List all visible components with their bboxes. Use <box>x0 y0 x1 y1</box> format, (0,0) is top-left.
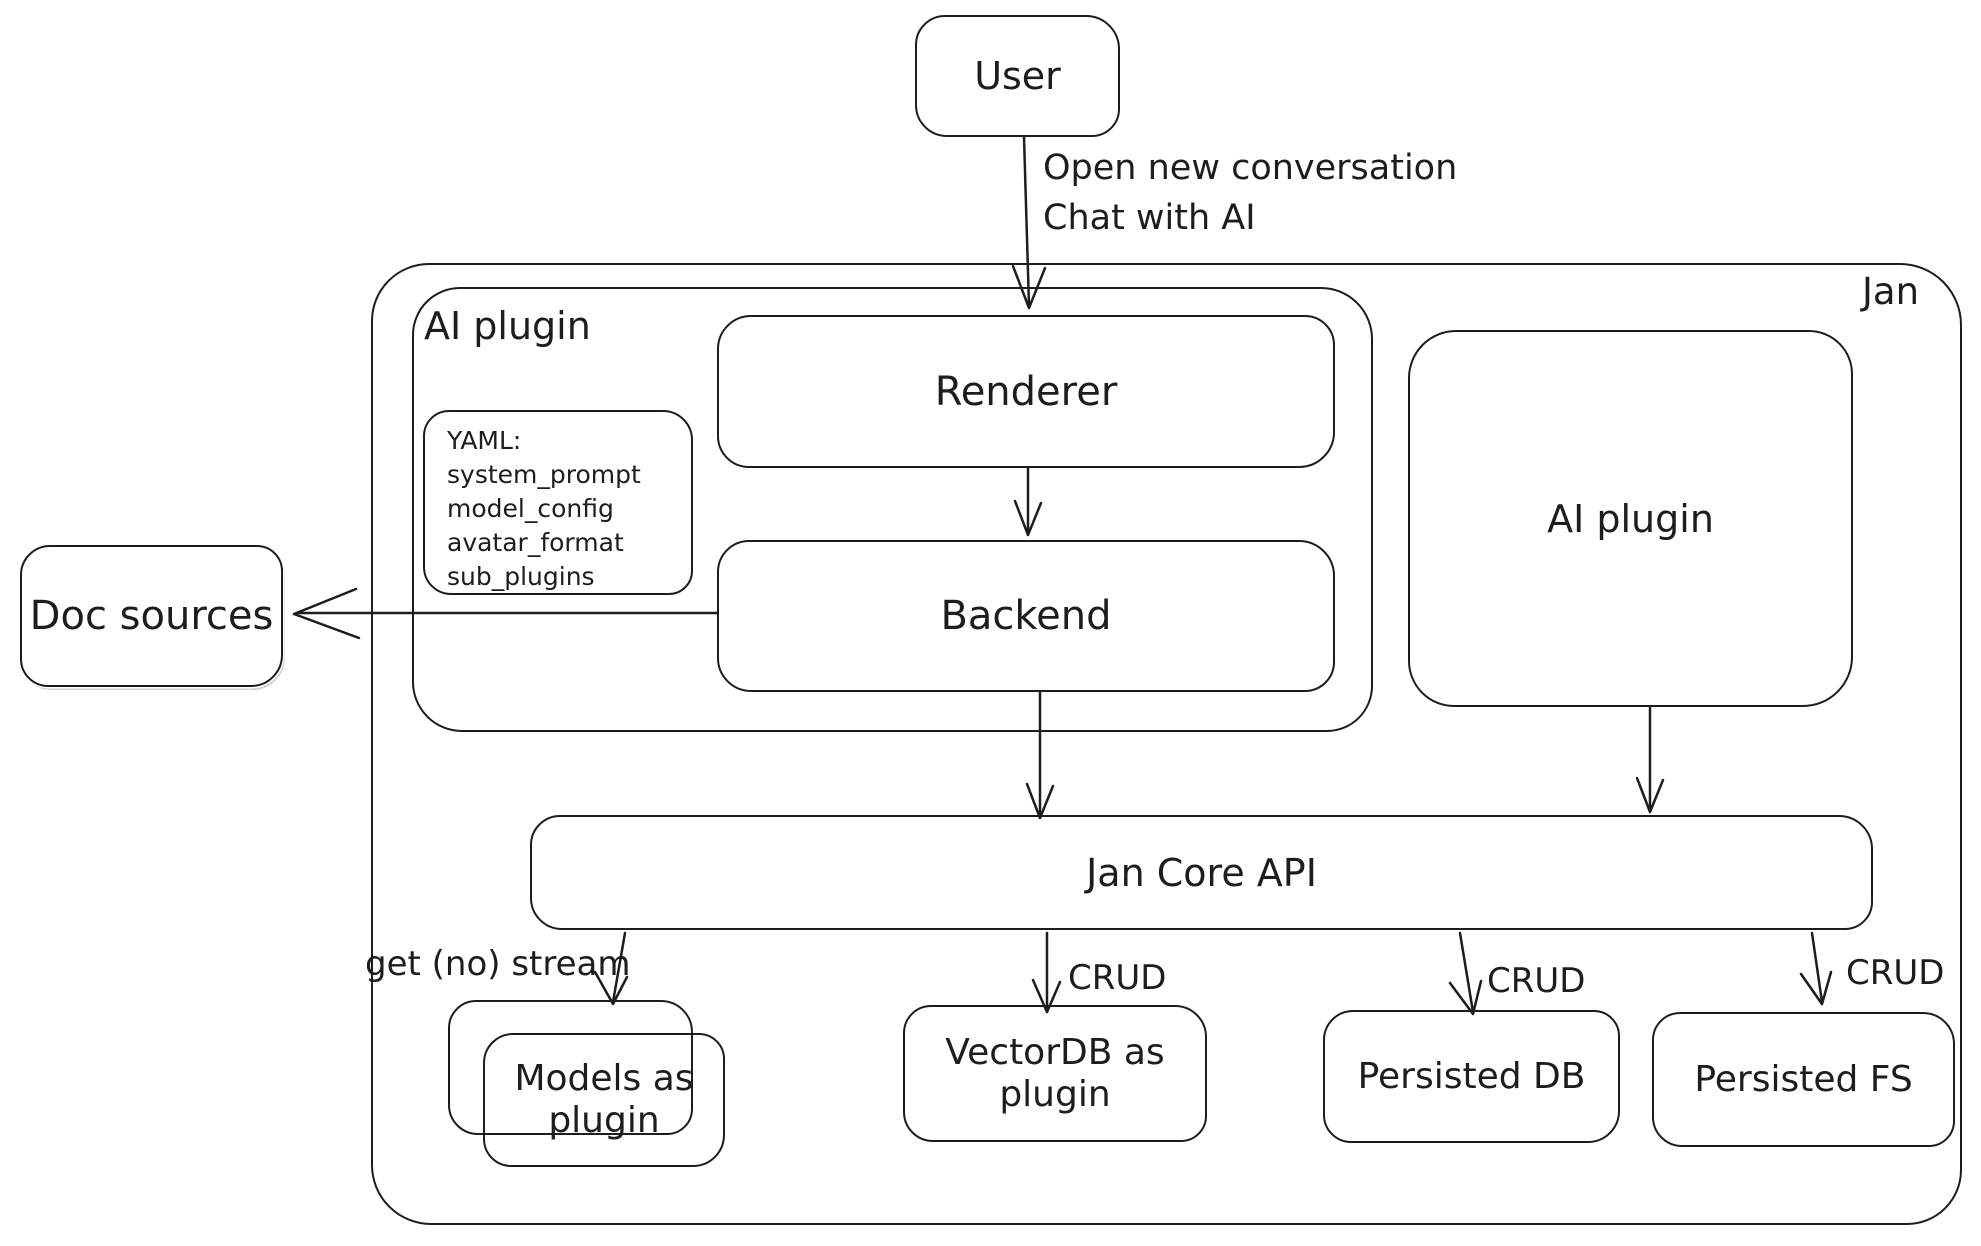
node-vectordb-plugin-label: VectorDB as plugin <box>945 1031 1165 1115</box>
edge-label-crud-persisted-db: CRUD <box>1487 961 1586 1001</box>
node-persisted-fs-label: Persisted FS <box>1694 1059 1913 1100</box>
node-models-plugin-label: Models as plugin <box>514 1058 694 1141</box>
edge-label-get-no-stream: get (no) stream <box>365 944 631 984</box>
node-models-plugin-back <box>448 1000 693 1135</box>
yaml-line: YAML: <box>447 426 522 455</box>
node-vectordb-plugin: VectorDB as plugin <box>903 1005 1207 1142</box>
node-persisted-db: Persisted DB <box>1323 1010 1620 1143</box>
node-renderer: Renderer <box>717 315 1335 468</box>
jan-container-label: Jan <box>1862 270 1920 313</box>
node-models-plugin: Models as plugin <box>483 1033 725 1167</box>
node-user: User <box>915 15 1120 137</box>
node-renderer-label: Renderer <box>934 368 1118 415</box>
node-ai-plugin-label: AI plugin <box>1547 496 1714 541</box>
node-persisted-fs: Persisted FS <box>1652 1012 1955 1147</box>
node-jan-core-api: Jan Core API <box>530 815 1873 930</box>
node-backend: Backend <box>717 540 1335 692</box>
node-yaml-note: YAML: system_prompt model_config avatar_… <box>423 410 693 595</box>
node-jan-core-api-label: Jan Core API <box>1086 850 1317 895</box>
edge-label-chat-with-ai: Chat with AI <box>1043 198 1256 238</box>
yaml-line: sub_plugins <box>447 562 595 591</box>
node-doc-sources-label: Doc sources <box>29 593 274 639</box>
edge-label-crud-vectordb: CRUD <box>1068 958 1167 998</box>
yaml-note-text: YAML: system_prompt model_config avatar_… <box>425 412 641 594</box>
yaml-line: avatar_format <box>447 528 624 557</box>
yaml-line: model_config <box>447 494 614 523</box>
node-user-label: User <box>974 54 1061 98</box>
yaml-line: system_prompt <box>447 460 641 489</box>
ai-plugin-container-box <box>412 287 1373 732</box>
edge-label-crud-persisted-fs: CRUD <box>1846 953 1945 993</box>
node-ai-plugin: AI plugin <box>1408 330 1853 707</box>
ai-plugin-container-label: AI plugin <box>424 304 591 348</box>
edge-label-open-conversation: Open new conversation <box>1043 148 1458 188</box>
node-backend-label: Backend <box>940 593 1112 639</box>
node-persisted-db-label: Persisted DB <box>1357 1056 1586 1097</box>
jan-container-box <box>371 263 1962 1225</box>
node-doc-sources: Doc sources <box>20 545 283 687</box>
